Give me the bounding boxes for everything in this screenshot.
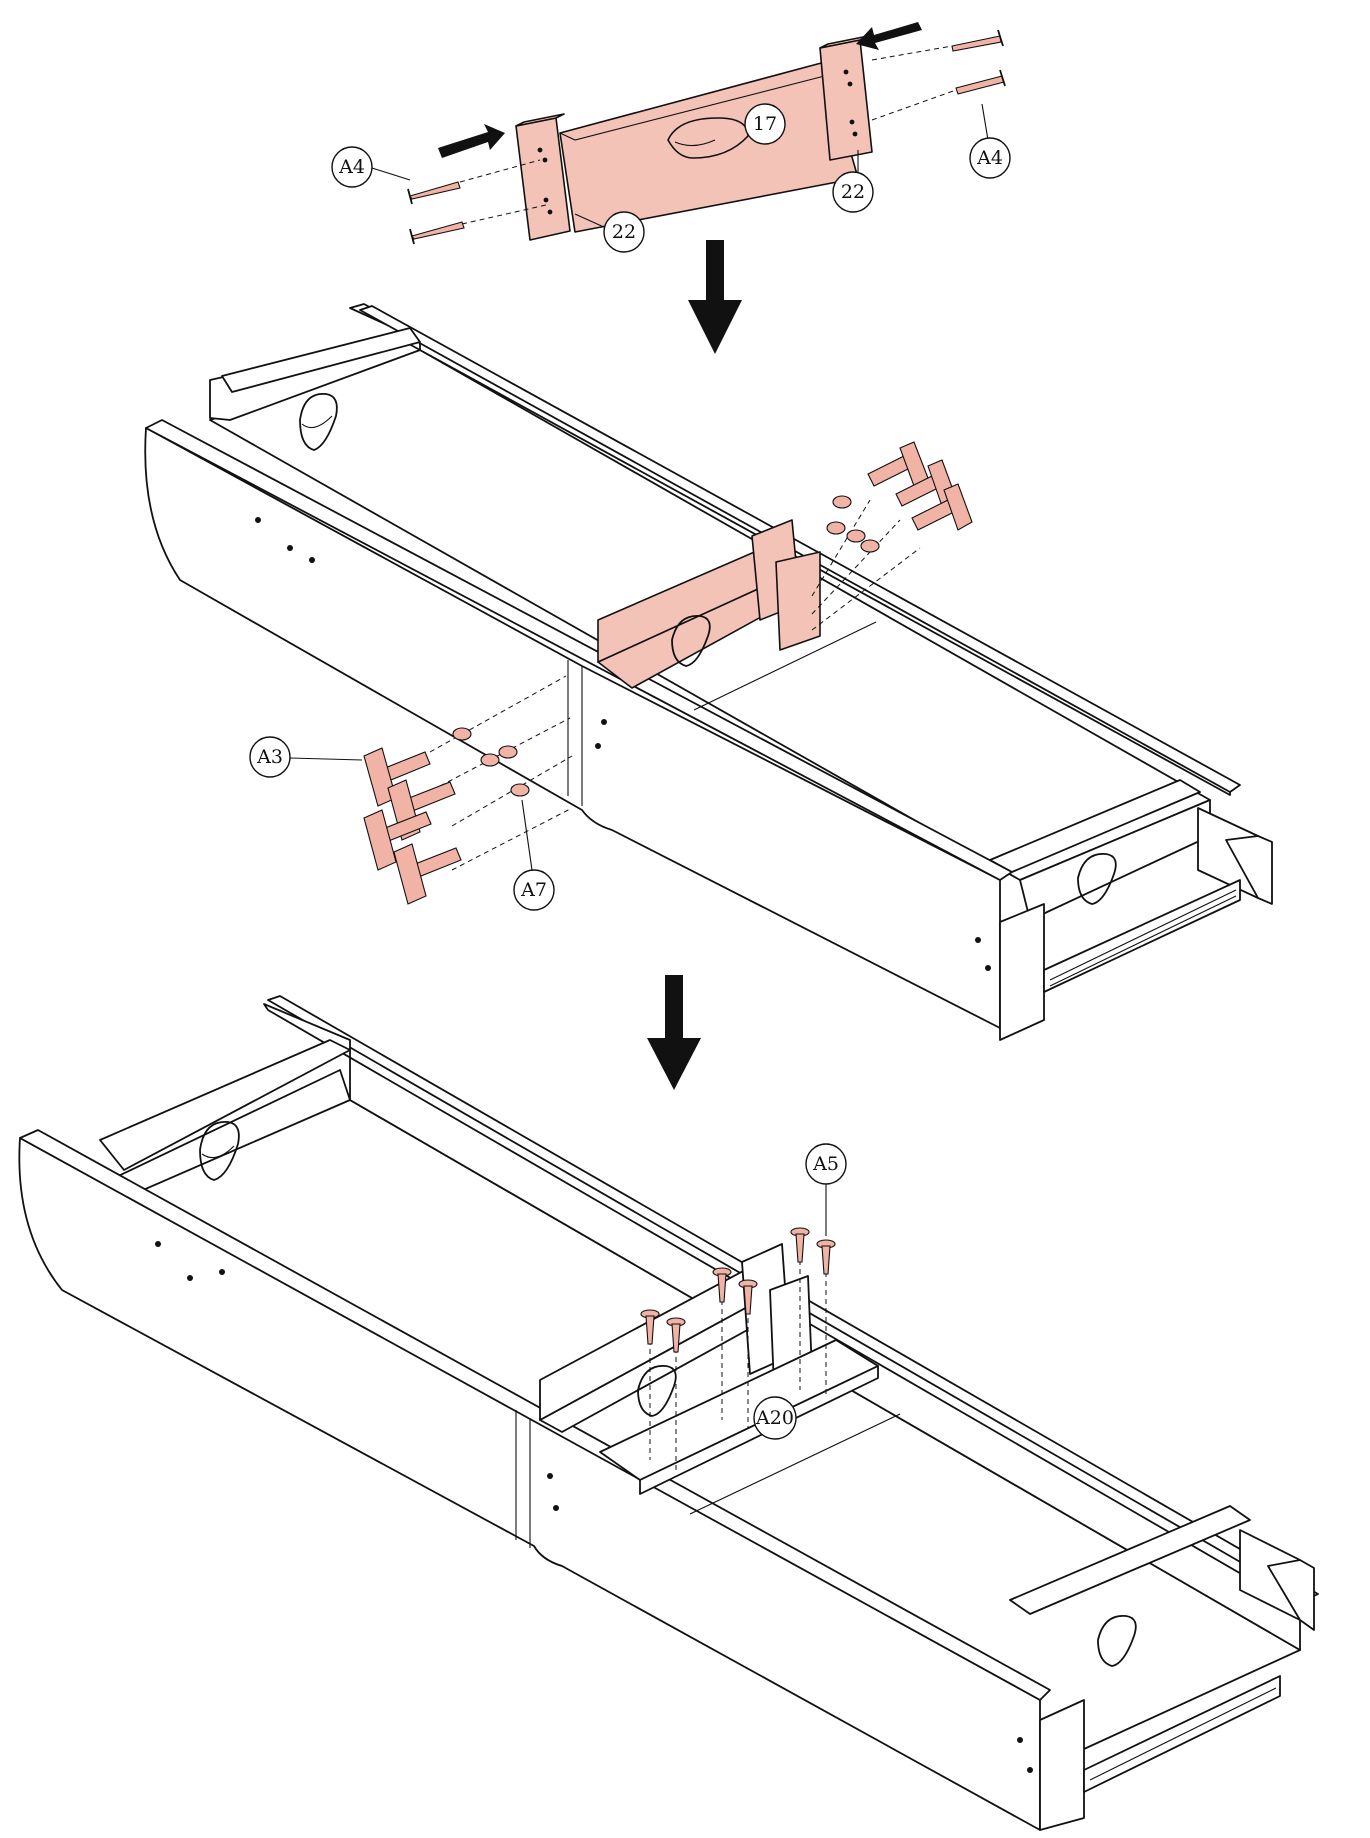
step3-final-assembly: A5 A20 <box>19 996 1318 1830</box>
callout-label: A4 <box>338 156 365 178</box>
callout-label: 17 <box>753 113 777 135</box>
callout-label: A4 <box>976 147 1003 169</box>
push-arrow-icon <box>856 22 922 50</box>
callout-label: A7 <box>520 879 547 901</box>
callout-a7: A7 <box>514 800 554 910</box>
end-cleat-right-part-22 <box>820 40 872 160</box>
step1-exploded-divider: A4 17 22 22 A4 <box>332 22 1010 252</box>
down-arrow-icon <box>647 975 701 1090</box>
callout-17: 17 <box>745 104 785 144</box>
callout-label: A5 <box>812 1153 839 1175</box>
callout-a5: A5 <box>806 1144 846 1236</box>
callout-a4-left: A4 <box>332 147 410 187</box>
callout-label: 22 <box>612 221 636 243</box>
callout-label: A20 <box>755 1407 794 1429</box>
callout-label: A3 <box>256 746 283 768</box>
push-arrow-icon <box>438 124 505 158</box>
callout-label: 22 <box>841 181 865 203</box>
a4-nails-right <box>872 30 1005 120</box>
callout-a4-right: A4 <box>970 104 1010 178</box>
callout-a20: A20 <box>754 1397 796 1439</box>
callout-a3: A3 <box>250 737 362 777</box>
step2-frame-assembly: A3 A7 <box>145 304 1272 1040</box>
down-arrow-icon <box>688 240 742 354</box>
right-end-plate <box>1000 904 1044 1040</box>
